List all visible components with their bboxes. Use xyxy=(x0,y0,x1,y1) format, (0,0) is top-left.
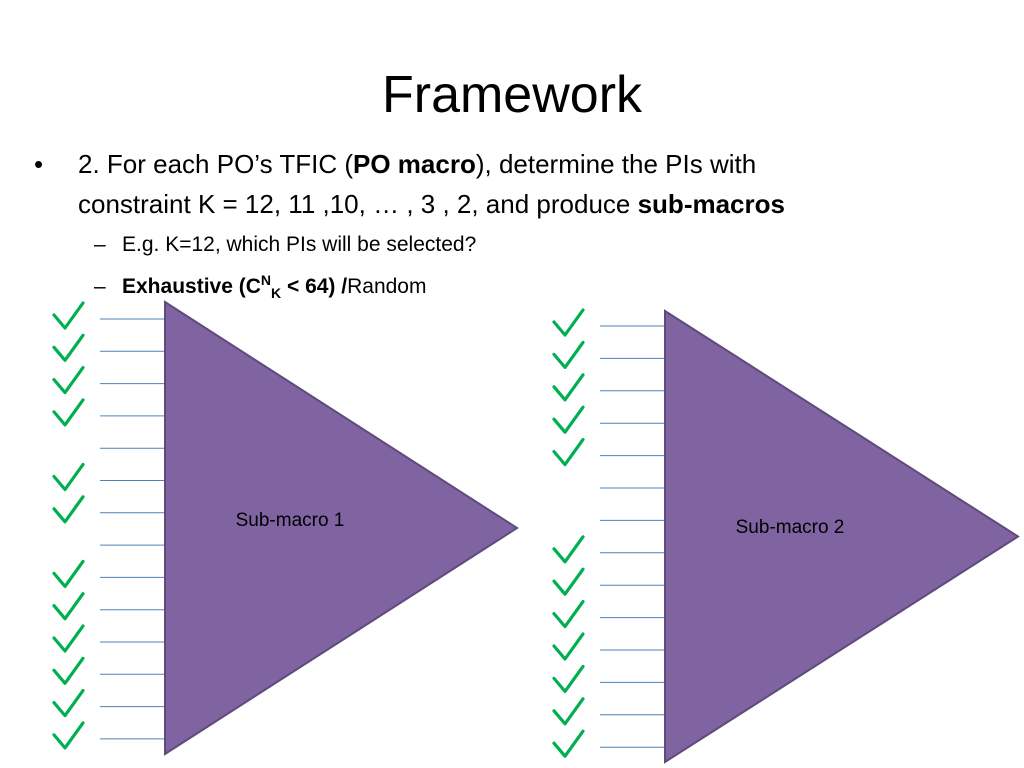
check-icon xyxy=(552,438,585,467)
check-icon xyxy=(52,656,85,685)
sub-bullet-method-text: Exhaustive (CNK < 64) /Random xyxy=(122,272,894,302)
sub-macro-label: Sub-macro 2 xyxy=(736,517,845,538)
check-icon xyxy=(52,495,85,524)
sub-macro-triangle xyxy=(664,309,1020,764)
check-icon xyxy=(52,624,85,653)
check-icon xyxy=(552,600,585,629)
sub-bullet-example: – E.g. K=12, which PIs will be selected? xyxy=(94,230,894,260)
check-icon xyxy=(52,592,85,621)
po-macro-term: PO macro xyxy=(353,149,476,179)
random-label: Random xyxy=(347,275,427,298)
sub-macro-label: Sub-macro 1 xyxy=(236,510,345,531)
slide-title: Framework xyxy=(381,66,643,124)
sub-macros-term: sub-macros xyxy=(637,189,785,219)
check-icon xyxy=(52,333,85,362)
check-icon xyxy=(552,535,585,564)
bullet-dot: • xyxy=(34,149,44,179)
bullet-main-text: 2. For each PO’s TFIC (PO macro), determ… xyxy=(78,144,934,224)
check-icon xyxy=(552,405,585,434)
check-icon xyxy=(552,567,585,596)
sub-bullet-method: – Exhaustive (CNK < 64) /Random xyxy=(94,272,894,302)
check-icon xyxy=(552,340,585,369)
sub-bullet-dash: – xyxy=(94,275,106,298)
check-icon xyxy=(552,697,585,726)
bullet-line1-c: ), determine the PIs with xyxy=(475,149,757,179)
check-icon xyxy=(52,301,85,330)
sub-bullet-dash: – xyxy=(94,233,106,256)
check-icon xyxy=(52,721,85,750)
sub-macro-triangle xyxy=(164,300,519,756)
exhaustive-label: Exhaustive (C xyxy=(122,275,261,298)
bullet-main: • 2. For each PO’s TFIC (PO macro), dete… xyxy=(34,144,934,224)
check-icon xyxy=(552,373,585,402)
check-icon xyxy=(52,559,85,588)
exhaustive-limit: < 64) / xyxy=(281,275,348,298)
check-icon xyxy=(552,632,585,661)
check-icon xyxy=(52,398,85,427)
sub-bullet-example-text: E.g. K=12, which PIs will be selected? xyxy=(122,233,477,256)
check-icon xyxy=(52,366,85,395)
check-icon xyxy=(552,308,585,337)
superscript-n: N xyxy=(260,272,272,288)
check-icon xyxy=(552,664,585,693)
check-icon xyxy=(552,729,585,758)
check-icon xyxy=(52,689,85,718)
bullet-line1-a: 2. For each PO’s TFIC ( xyxy=(78,149,354,179)
bullet-line2-a: constraint K = 12, 11 ,10, … , 3 , 2, an… xyxy=(78,189,638,219)
check-icon xyxy=(52,462,85,492)
subscript-k: K xyxy=(271,285,282,302)
